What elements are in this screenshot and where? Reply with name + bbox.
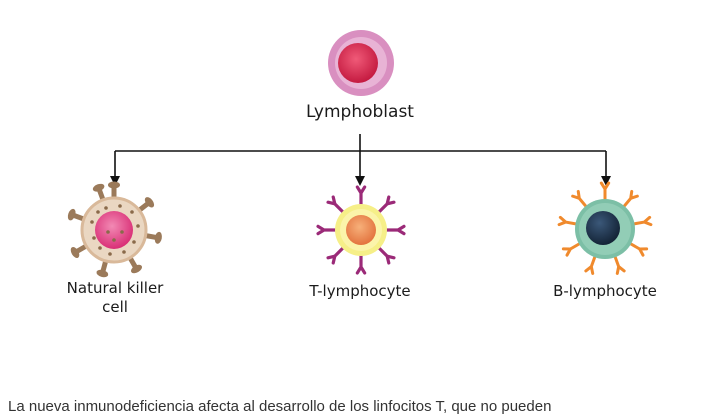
surface-receptor [355, 253, 367, 275]
surface-receptor [613, 254, 626, 275]
nk-spike-tip [144, 197, 155, 208]
nk-granule [92, 236, 96, 240]
nk-granule [108, 252, 112, 256]
nk-spike-tip [131, 264, 142, 274]
surface-receptor [628, 242, 649, 257]
nk-granule [136, 224, 140, 228]
t-lymphocyte-cell-icon [316, 185, 406, 275]
nk-spike-tip [154, 231, 162, 244]
surface-receptor [622, 189, 639, 209]
surface-receptor [632, 215, 653, 227]
nk-granule [122, 250, 126, 254]
nk-spike-tip [92, 183, 105, 192]
connector-lines [110, 134, 611, 186]
nk-spike-tip [108, 181, 120, 189]
surface-receptor [377, 246, 396, 265]
b-lymphocyte-cell-icon [557, 181, 653, 275]
t-lymphocyte-label: T-lymphocyte [309, 282, 411, 300]
surface-receptor [316, 224, 338, 236]
lymphoblast-label: Lymphoblast [306, 102, 414, 122]
lymphoblast-cell-icon [328, 30, 394, 96]
surface-receptor [355, 185, 367, 207]
nk-granule [98, 246, 102, 250]
nk-granule [106, 230, 110, 234]
natural-killer-cell-icon [67, 181, 162, 278]
caption-text: La nueva inmunodeficiencia afecta al des… [8, 398, 552, 415]
surface-receptor [326, 246, 345, 265]
surface-receptor [384, 224, 406, 236]
nk-granule [104, 206, 108, 210]
b-lymphocyte-label: B-lymphocyte [553, 282, 657, 300]
nk-spike-tip [96, 269, 109, 278]
nk-granule [118, 204, 122, 208]
surface-receptor [584, 254, 597, 275]
surface-receptor [599, 181, 611, 202]
nk-granule [120, 230, 124, 234]
nk-granule [112, 238, 116, 242]
surface-receptor [557, 215, 578, 227]
surface-receptor [326, 195, 345, 214]
nk-spike-tip [67, 208, 76, 221]
surface-receptor [377, 195, 396, 214]
nk-granule [132, 240, 136, 244]
surface-receptor [571, 189, 588, 209]
nk-granule [130, 210, 134, 214]
natural-killer-cell-label: Natural killer cell [66, 279, 164, 316]
nk-granule [96, 210, 100, 214]
nk-granule [90, 220, 94, 224]
surface-receptor [561, 242, 582, 257]
nk-spike-tip [70, 247, 80, 258]
